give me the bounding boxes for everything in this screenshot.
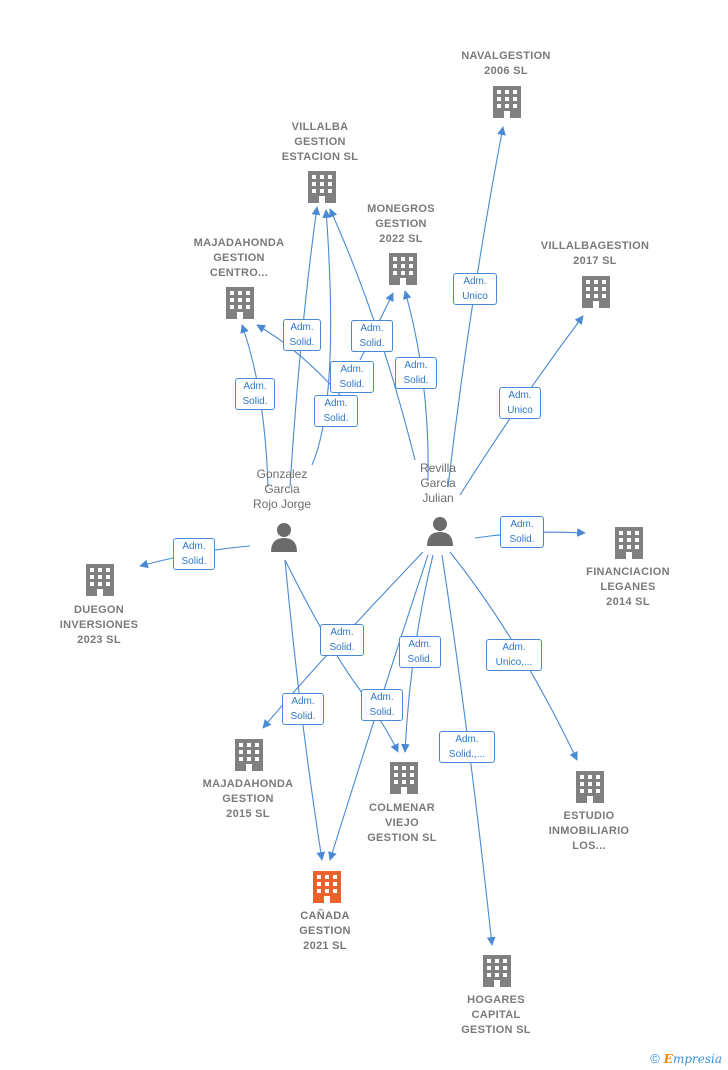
role-label[interactable]: Adm.Solid. <box>399 636 441 668</box>
person-icon[interactable] <box>271 523 297 552</box>
building-icon[interactable] <box>483 955 511 987</box>
role-label[interactable]: Adm.Solid. <box>395 357 437 389</box>
building-icon[interactable] <box>313 871 341 903</box>
building-icon[interactable] <box>226 287 254 319</box>
role-label[interactable]: Adm.Unico <box>453 273 497 305</box>
role-label[interactable]: Adm.Solid. <box>282 693 324 725</box>
relation-edge <box>311 209 332 466</box>
building-icon[interactable] <box>576 771 604 803</box>
relation-edge <box>447 126 506 488</box>
role-label[interactable]: Adm.Solid. <box>283 319 321 351</box>
role-label[interactable]: Adm.Solid. <box>320 624 364 656</box>
relation-edge <box>284 559 399 753</box>
role-label[interactable]: Adm.Solid. <box>235 378 275 410</box>
building-icon[interactable] <box>86 564 114 596</box>
role-label[interactable]: Adm.Solid. <box>361 689 403 721</box>
role-label[interactable]: Adm.Unico,... <box>486 639 542 671</box>
role-label[interactable]: Adm.Solid.,... <box>439 731 495 763</box>
copyright-icon: © <box>650 1051 660 1066</box>
building-icon[interactable] <box>390 762 418 794</box>
brand-footer: ©Empresia <box>650 1051 722 1066</box>
role-label[interactable]: Adm.Solid. <box>330 361 374 393</box>
building-icon[interactable] <box>582 276 610 308</box>
building-icon[interactable] <box>389 253 417 285</box>
role-label[interactable]: Adm.Unico <box>499 387 541 419</box>
building-icon[interactable] <box>235 739 263 771</box>
building-icon[interactable] <box>615 527 643 559</box>
role-label[interactable]: Adm.Solid. <box>500 516 544 548</box>
building-icon[interactable] <box>308 171 336 203</box>
person-icon[interactable] <box>427 517 453 546</box>
building-icon[interactable] <box>493 86 521 118</box>
role-label[interactable]: Adm.Solid. <box>314 395 358 427</box>
role-label[interactable]: Adm.Solid. <box>351 320 393 352</box>
role-label[interactable]: Adm.Solid. <box>173 538 215 570</box>
